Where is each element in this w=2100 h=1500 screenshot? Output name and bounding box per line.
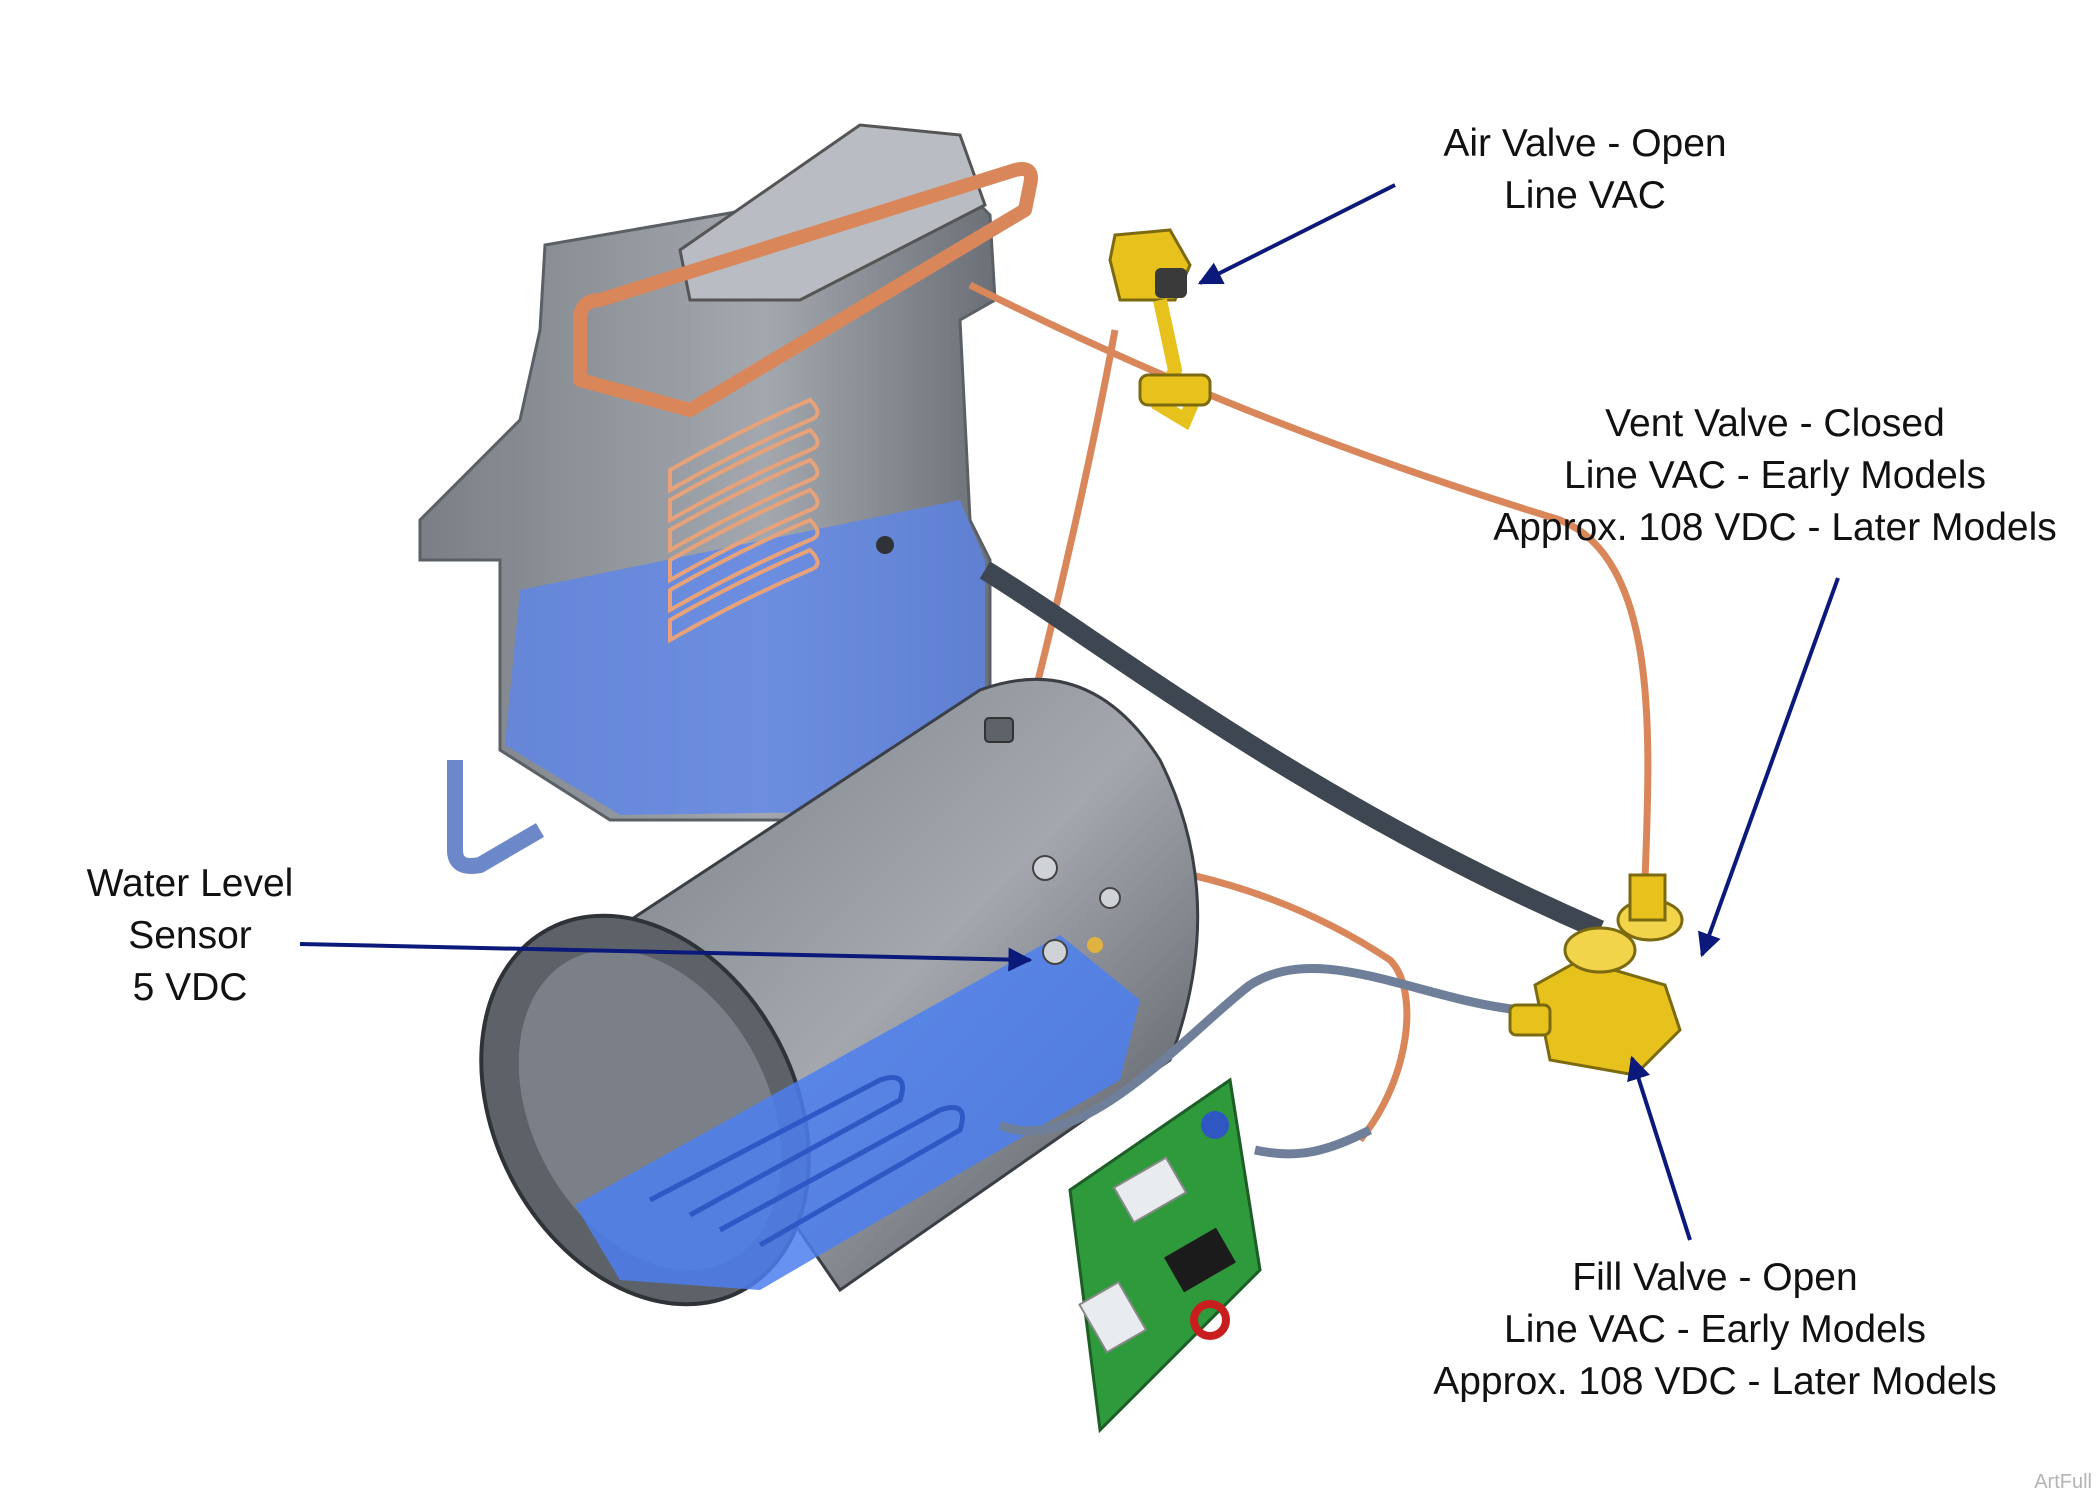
fill-valve-label-line: Fill Valve - Open <box>1572 1256 1858 1299</box>
arrow-water-level-sensor <box>299 942 1033 972</box>
sensor-probes <box>1032 855 1121 965</box>
vent-valve-label-line: Approx. 108 VDC - Later Models <box>1493 506 2057 549</box>
arrow-fill-valve <box>1627 1055 1692 1241</box>
air-valve-label-line: Air Valve - Open <box>1443 122 1727 165</box>
vent-fill-valve-assembly <box>1508 873 1684 1077</box>
arrow-air-valve <box>1197 183 1396 285</box>
water-level-sensor-label: Water Level Sensor 5 VDC <box>40 858 340 1014</box>
heating-element <box>648 1075 965 1248</box>
coil <box>668 397 820 644</box>
vent-valve-label-line: Line VAC - Early Models <box>1564 454 1986 497</box>
water-level-sensor-label-line: Sensor <box>128 914 252 957</box>
vent-valve-label: Vent Valve - Closed Line VAC - Early Mod… <box>1455 398 2095 554</box>
air-valve-label: Air Valve - Open Line VAC <box>1380 118 1790 222</box>
drain-hose <box>979 561 1604 940</box>
fill-valve-label-line: Line VAC - Early Models <box>1504 1308 1926 1351</box>
wiring <box>998 963 1521 1159</box>
fill-valve-label: Fill Valve - Open Line VAC - Early Model… <box>1395 1252 2035 1408</box>
watermark: ArtFull <box>2034 1471 2092 1493</box>
water-level-sensor-label-line: Water Level <box>86 862 294 905</box>
vent-valve-label-line: Vent Valve - Closed <box>1605 402 1945 445</box>
callout-arrows <box>299 183 1840 1241</box>
air-valve-label-line: Line VAC <box>1504 174 1666 217</box>
boiler-tank <box>479 677 1200 1307</box>
reservoir <box>418 123 1038 874</box>
air-valve <box>1108 228 1212 431</box>
control-board <box>1068 1077 1262 1434</box>
water-level-sensor-label-line: 5 VDC <box>132 966 248 1009</box>
fill-valve-label-line: Approx. 108 VDC - Later Models <box>1433 1360 1997 1403</box>
arrow-vent-valve <box>1698 577 1840 958</box>
